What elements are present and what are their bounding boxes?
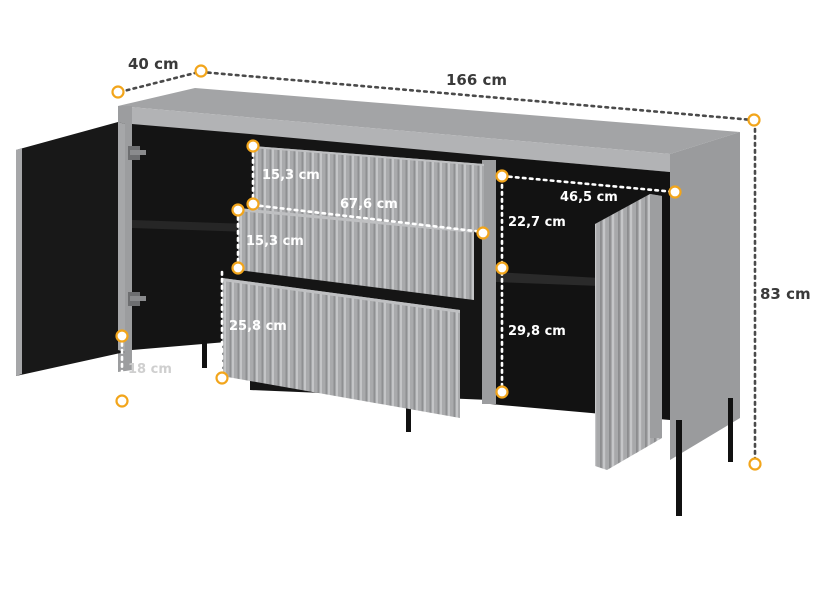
marker-dot — [115, 329, 129, 343]
cabinet-top — [118, 88, 740, 154]
drawer-top-height-label: 15,3 cm — [262, 168, 320, 183]
left-compartment-interior — [132, 124, 250, 350]
marker-dot — [246, 139, 260, 153]
drawer-width-line — [251, 203, 485, 234]
marker-dot — [476, 226, 490, 240]
leg — [406, 390, 411, 432]
right-width-label: 46,5 cm — [560, 190, 618, 205]
hinge-icon — [128, 146, 146, 160]
marker-dot — [215, 371, 229, 385]
depth-label: 40 cm — [128, 55, 179, 73]
drawer-bottom — [222, 278, 460, 418]
right-width-line — [500, 174, 677, 194]
height-label: 83 cm — [760, 285, 811, 303]
cabinet-right-side — [670, 132, 740, 460]
marker-dot — [111, 85, 125, 99]
drawer-width-label: 67,6 cm — [340, 197, 398, 212]
width-line — [199, 70, 755, 122]
right-shelf — [496, 272, 600, 286]
leg-height-label: 18 cm — [128, 362, 172, 377]
leg — [676, 420, 682, 516]
right-door-front — [595, 194, 662, 470]
dimension-markers — [111, 64, 762, 471]
depth-line — [118, 70, 201, 94]
marker-dot — [231, 203, 245, 217]
dimension-labels: 40 cm 166 cm 83 cm 15,3 cm 67,6 cm 15,3 … — [128, 55, 811, 377]
right-divider — [482, 160, 496, 404]
marker-dot — [495, 169, 509, 183]
marker-dot — [748, 457, 762, 471]
marker-dot — [246, 197, 260, 211]
width-label: 166 cm — [446, 71, 507, 89]
left-door-edge — [16, 148, 22, 376]
right-upper-label: 22,7 cm — [508, 215, 566, 230]
left-door-inner — [16, 122, 125, 376]
marker-dot — [495, 261, 509, 275]
leg — [728, 398, 733, 462]
left-door-edge-right — [118, 122, 125, 352]
drawer-bottom-height-label: 25,8 cm — [229, 319, 287, 334]
right-door-edge — [650, 194, 662, 438]
legs — [202, 340, 733, 516]
marker-dot — [115, 394, 129, 408]
left-door — [16, 122, 146, 376]
drawer-middle — [238, 208, 474, 300]
drawer-middle-height-label: 15,3 cm — [246, 234, 304, 249]
right-door — [595, 194, 662, 470]
marker-dot — [747, 113, 761, 127]
hinge-icon — [128, 292, 146, 306]
marker-dot — [495, 385, 509, 399]
leg — [202, 340, 207, 368]
left-shelf — [132, 220, 250, 232]
marker-dot — [231, 261, 245, 275]
cabinet-front-band — [118, 106, 670, 172]
right-lower-label: 29,8 cm — [508, 324, 566, 339]
dimension-lines — [118, 70, 757, 464]
marker-dot — [668, 185, 682, 199]
marker-dot — [194, 64, 208, 78]
